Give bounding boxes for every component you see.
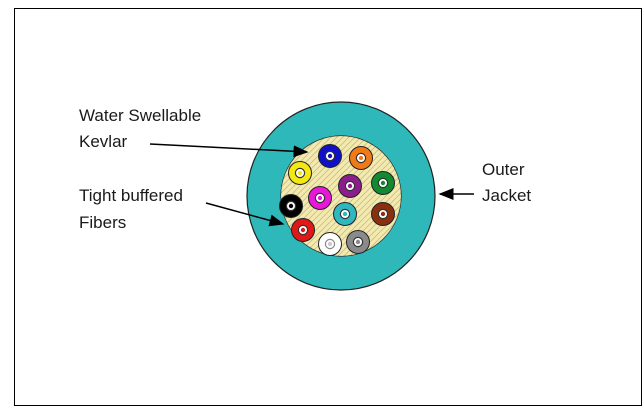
fiber-center-brown bbox=[380, 211, 386, 217]
jacket-label-line1: Outer bbox=[482, 160, 525, 179]
kevlar-label-line2: Kevlar bbox=[79, 132, 128, 151]
jacket-label-line2: Jacket bbox=[482, 186, 532, 205]
fiber-center-yellow bbox=[297, 170, 303, 176]
fibers-label-line1: Tight buffered bbox=[79, 186, 183, 205]
fiber-center-violet bbox=[347, 183, 353, 189]
fiber-center-white bbox=[327, 241, 333, 247]
fiber-center-blue bbox=[327, 153, 333, 159]
fiber-center-green bbox=[380, 180, 386, 186]
fibers-label-line2: Fibers bbox=[79, 213, 127, 232]
fiber-center-black bbox=[288, 203, 294, 209]
fiber-center-aqua bbox=[342, 211, 348, 217]
fiber-center-red bbox=[300, 227, 306, 233]
fiber-center-slate bbox=[355, 239, 361, 245]
fibers-arrow bbox=[205, 202, 285, 227]
fiber-center-rose bbox=[317, 195, 323, 201]
kevlar-label-line1: Water Swellable bbox=[79, 106, 202, 125]
fiber-group bbox=[279, 144, 395, 256]
kevlar-arrow bbox=[149, 143, 309, 158]
fiber-center-orange bbox=[358, 155, 364, 161]
